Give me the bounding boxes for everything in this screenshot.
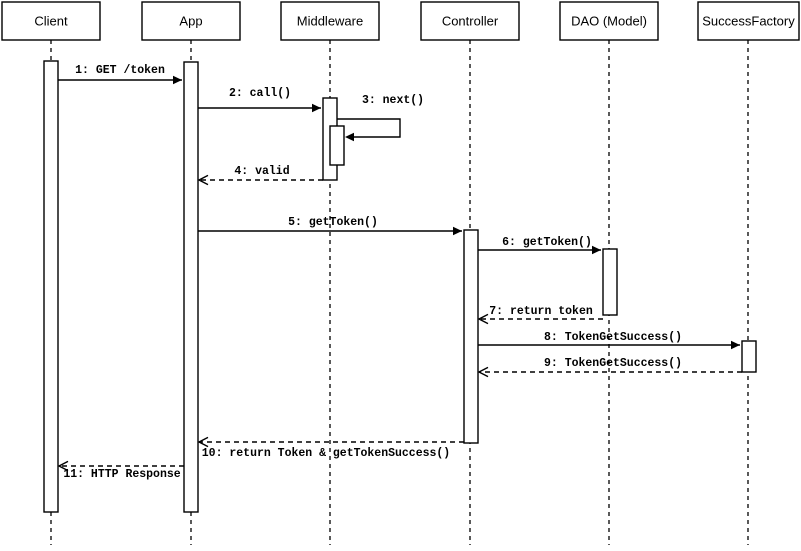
arrowhead-5 xyxy=(453,226,462,236)
messages-layer xyxy=(57,75,742,472)
arrowhead-11 xyxy=(57,460,69,472)
activation-bar-app xyxy=(183,61,199,513)
participant-label-middleware: Middleware xyxy=(297,13,363,28)
participant-middleware[interactable]: Middleware xyxy=(280,1,380,41)
arrowhead-8 xyxy=(731,340,740,350)
participant-label-successfactory: SuccessFactory xyxy=(702,13,795,28)
participant-box-app[interactable] xyxy=(141,1,241,41)
message-11[interactable] xyxy=(57,460,184,472)
message-3[interactable] xyxy=(337,118,401,142)
message-labels-layer: 1: GET /token 2: call() 3: next() 4: valid 5… xyxy=(63,64,682,481)
message-label-11: 11: HTTP Response xyxy=(63,468,180,481)
participant-box-successfactory[interactable] xyxy=(697,1,800,41)
activation-bar-client xyxy=(43,60,59,513)
participant-label-dao: DAO (Model) xyxy=(571,13,647,28)
participant-box-controller[interactable] xyxy=(420,1,520,41)
participant-app[interactable]: App xyxy=(141,1,241,41)
message-4[interactable] xyxy=(197,174,323,186)
participant-box-dao[interactable] xyxy=(559,1,659,41)
message-2[interactable] xyxy=(198,103,321,113)
message-label-8: 8: TokenGetSuccess() xyxy=(544,331,682,344)
arrowhead-4 xyxy=(197,174,209,186)
message-7[interactable] xyxy=(477,313,603,325)
activations-layer xyxy=(43,60,757,513)
participant-client[interactable]: Client xyxy=(1,1,101,41)
arrowhead-7 xyxy=(477,313,489,325)
message-label-7: 7: return token xyxy=(489,305,593,318)
participant-box-middleware[interactable] xyxy=(280,1,380,41)
participants-layer: Client App Middleware Controller DAO (Model)… xyxy=(1,1,800,41)
participant-successfactory[interactable]: SuccessFactory xyxy=(697,1,800,41)
arrowhead-2 xyxy=(312,103,321,113)
message-8[interactable] xyxy=(478,340,740,350)
participant-dao[interactable]: DAO (Model) xyxy=(559,1,659,41)
arrowhead-9 xyxy=(477,366,489,378)
activation-bar-successfactory xyxy=(741,340,757,373)
message-label-3: 3: next() xyxy=(362,94,424,107)
participant-controller[interactable]: Controller xyxy=(420,1,520,41)
arrowhead-6 xyxy=(592,245,601,255)
message-line-3 xyxy=(337,118,401,138)
arrowhead-1 xyxy=(173,75,182,85)
participant-label-controller: Controller xyxy=(442,13,499,28)
message-label-5: 5: getToken() xyxy=(288,216,378,229)
participant-label-app: App xyxy=(179,13,202,28)
message-9[interactable] xyxy=(477,366,742,378)
activation-bar-controller xyxy=(463,229,479,444)
activation-bar-middleware xyxy=(329,125,345,166)
message-6[interactable] xyxy=(478,245,601,255)
arrowhead-3 xyxy=(345,132,354,142)
activation-bar-dao xyxy=(602,248,618,316)
message-label-2: 2: call() xyxy=(229,87,291,100)
arrowhead-10 xyxy=(197,436,209,448)
message-1[interactable] xyxy=(58,75,182,85)
participant-label-client: Client xyxy=(34,13,68,28)
message-label-10: 10: return Token & getTokenSuccess() xyxy=(202,447,450,460)
message-label-1: 1: GET /token xyxy=(75,64,165,77)
message-10[interactable] xyxy=(197,436,464,448)
message-5[interactable] xyxy=(191,226,462,236)
message-label-6: 6: getToken() xyxy=(502,236,592,249)
message-label-4: 4: valid xyxy=(234,165,289,178)
participant-box-client[interactable] xyxy=(1,1,101,41)
message-label-9: 9: TokenGetSuccess() xyxy=(544,357,682,370)
